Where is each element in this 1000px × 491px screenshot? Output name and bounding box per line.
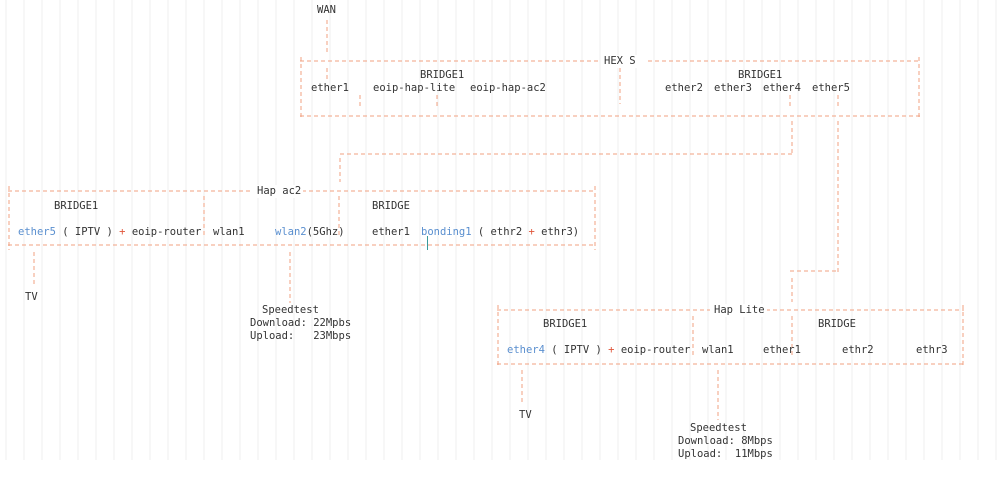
wan-label: WAN (317, 4, 336, 16)
hapac2-plus-2: + (528, 226, 535, 238)
haplite-ethr3: ethr3 (916, 344, 948, 356)
hapac2-title: Hap ac2 (255, 185, 304, 198)
hapac2-port-row: ether5 ( IPTV ) + eoip-router (18, 226, 201, 239)
hapac2-wlan2: wlan2 (275, 226, 307, 238)
hapac2-eoip-router: eoip-router (131, 226, 202, 238)
haplite-download: Download: 8Mbps (678, 435, 773, 447)
hapac2-bond-close: ethr3) (541, 226, 580, 238)
hex-bridge1-right: BRIDGE1 (738, 69, 783, 81)
hapac2-plus-1: + (119, 226, 126, 238)
hapac2-speedtest: Speedtest (262, 304, 319, 316)
hex-eoip-hap-ac2: eoip-hap-ac2 (470, 82, 546, 94)
haplite-bridge: BRIDGE (818, 318, 856, 330)
hapac2-bond-open: ( ethr2 (477, 226, 523, 238)
haplite-eoip-router: eoip-router (620, 344, 691, 356)
haplite-iptv: ( IPTV ) (551, 344, 602, 356)
hapac2-upload: Upload: 23Mbps (250, 330, 352, 342)
hapac2-tv: TV (25, 291, 38, 303)
hex-ether1: ether1 (311, 82, 349, 94)
hapac2-bridge1: BRIDGE1 (54, 200, 99, 212)
haplite-wlan1: wlan1 (702, 344, 734, 356)
haplite-port-row: ether4 ( IPTV ) + eoip-router (507, 344, 690, 357)
haplite-plus: + (608, 344, 615, 356)
hapac2-wlan2-row: wlan2(5Ghz) (275, 226, 345, 239)
hapac2-wlan1: wlan1 (213, 226, 245, 238)
hapac2-bonding-row: bonding1 ( ethr2 + ethr3) (421, 226, 579, 239)
hex-bridge1-left: BRIDGE1 (420, 69, 465, 81)
hex-title: HEX S (602, 55, 638, 68)
hex-ether5: ether5 (812, 82, 850, 94)
haplite-bridge1: BRIDGE1 (543, 318, 588, 330)
hex-eoip-hap-lite: eoip-hap-lite (373, 82, 456, 94)
haplite-ether1: ether1 (763, 344, 801, 356)
hex-ether3: ether3 (714, 82, 752, 94)
hapac2-bridge: BRIDGE (372, 200, 410, 212)
hapac2-wlan2-band: (5Ghz) (306, 226, 345, 238)
hapac2-bonding1: bonding1 (421, 226, 472, 238)
haplite-ether4: ether4 (507, 344, 545, 356)
haplite-title: Hap Lite (712, 304, 767, 317)
hapac2-iptv: ( IPTV ) (62, 226, 113, 238)
hapac2-ether1: ether1 (372, 226, 410, 238)
haplite-ethr2: ethr2 (842, 344, 874, 356)
text-cursor (427, 236, 428, 250)
hapac2-download: Download: 22Mpbs (250, 317, 352, 329)
haplite-speedtest: Speedtest (690, 422, 747, 434)
hex-ether2: ether2 (665, 82, 703, 94)
haplite-upload: Upload: 11Mbps (678, 448, 773, 460)
hex-ether4: ether4 (763, 82, 801, 94)
haplite-tv: TV (519, 409, 532, 421)
hapac2-ether5: ether5 (18, 226, 56, 238)
